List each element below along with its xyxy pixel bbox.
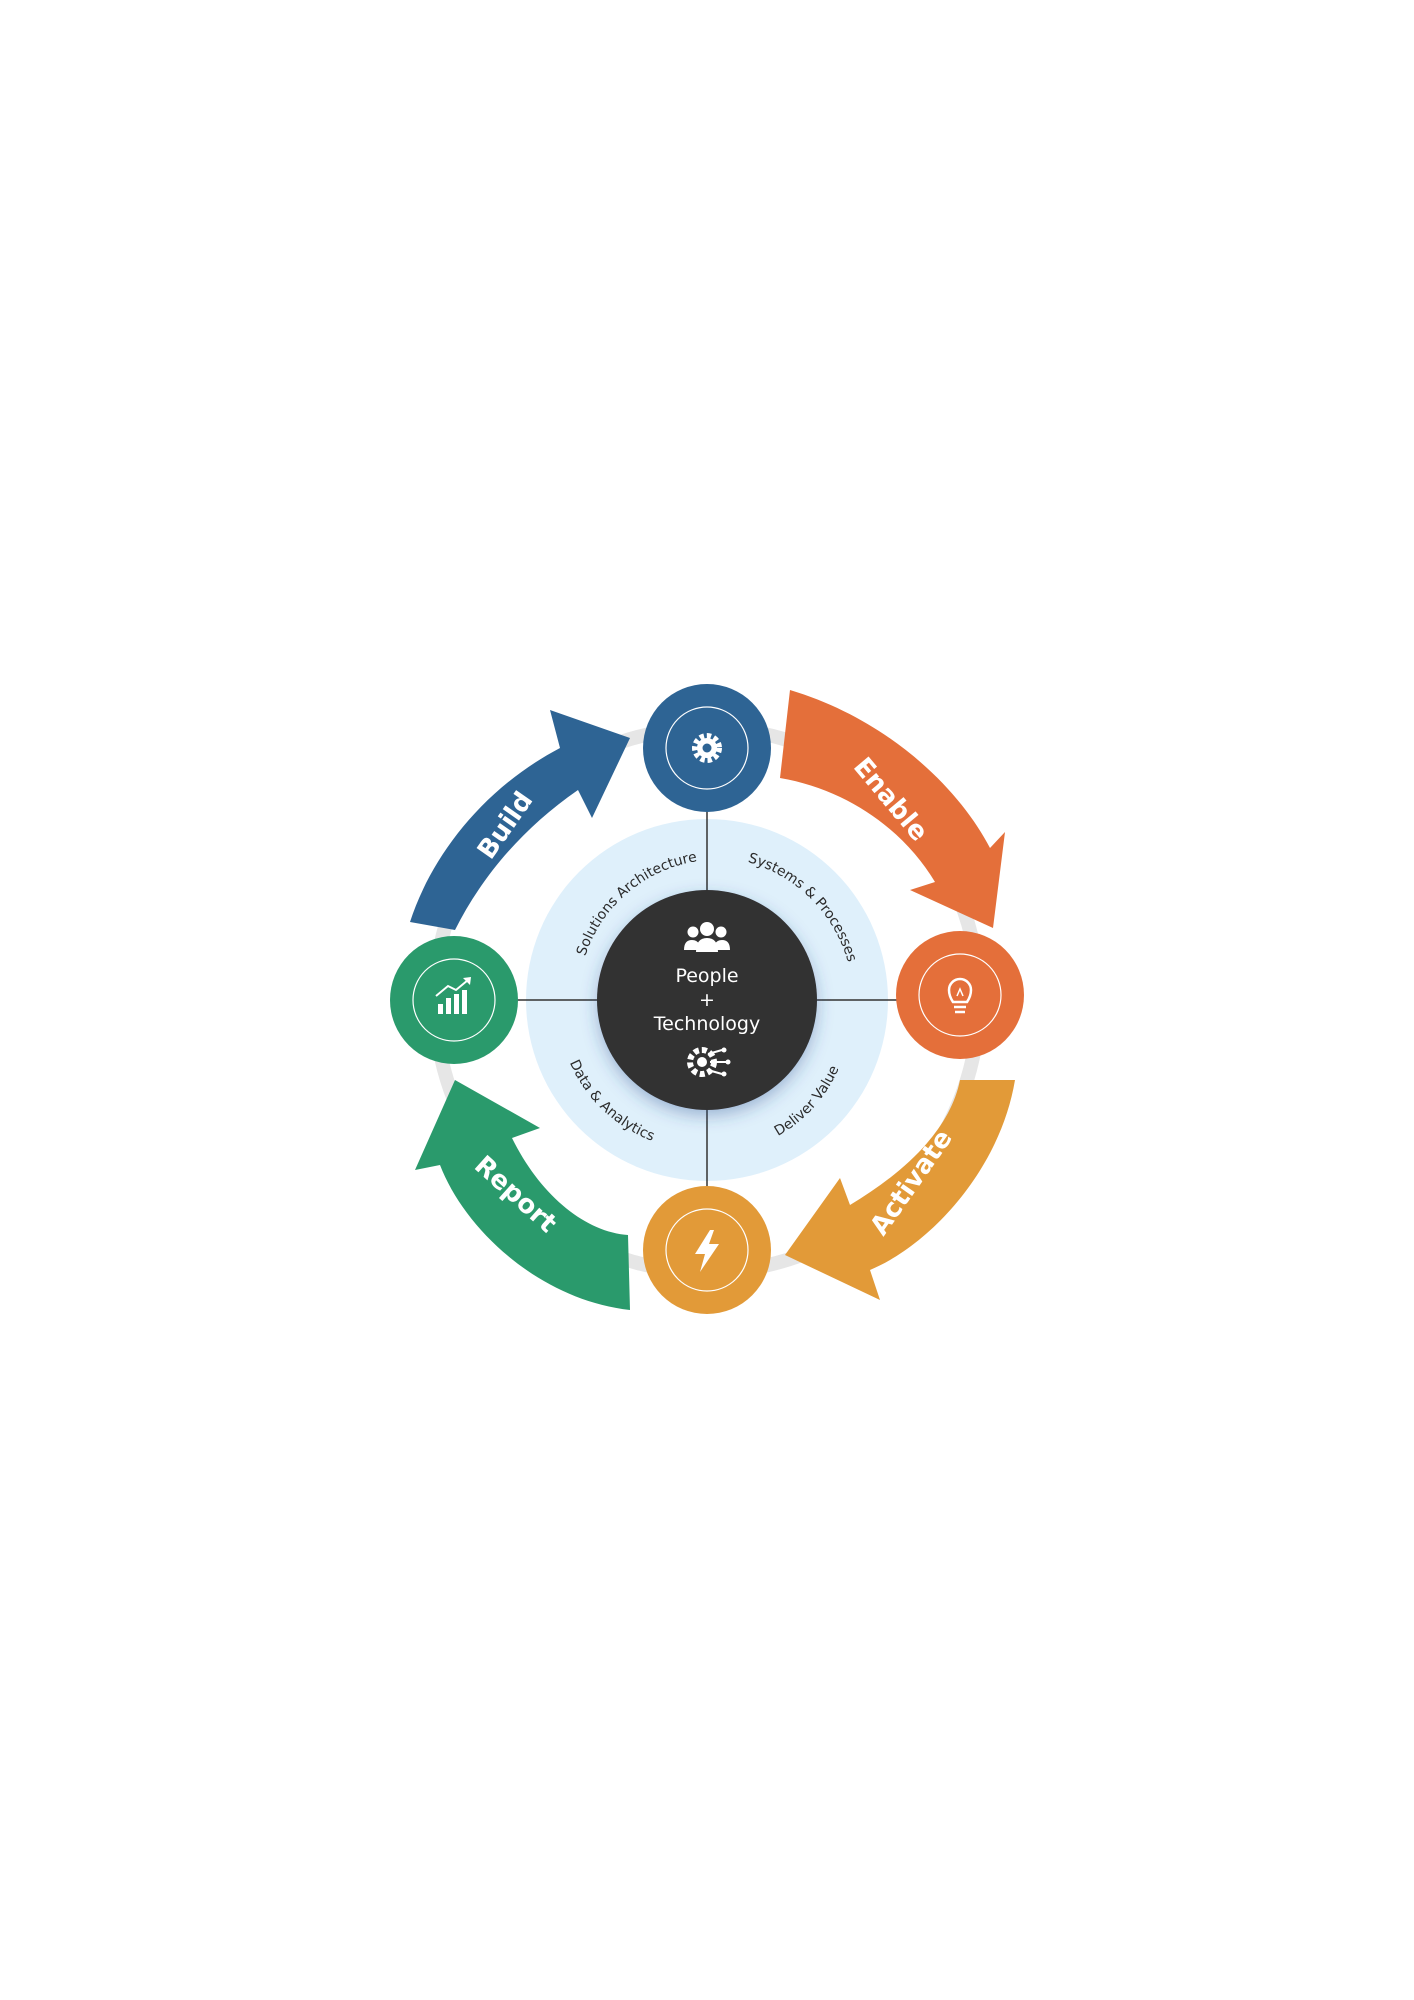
- build-arrow: [410, 710, 630, 930]
- node-right: [896, 931, 1024, 1059]
- enable-arrow: [780, 690, 1005, 928]
- people-icon: [684, 922, 730, 952]
- center-line-plus: +: [699, 989, 715, 1011]
- center-disc: [597, 890, 817, 1110]
- gear-icon: [692, 733, 722, 763]
- center-line-people: People: [675, 965, 738, 987]
- report-arrow: [415, 1080, 630, 1310]
- node-bottom: [643, 1186, 771, 1314]
- node-top: [643, 684, 771, 812]
- node-left: [390, 936, 518, 1064]
- lightning-icon: [695, 1230, 719, 1272]
- lightbulb-icon: [947, 977, 973, 1014]
- gear-circuit-icon: [687, 1047, 731, 1077]
- activate-arrow: [785, 1080, 1015, 1300]
- center-line-technology: Technology: [653, 1013, 760, 1035]
- bar-chart-icon: [435, 977, 471, 1014]
